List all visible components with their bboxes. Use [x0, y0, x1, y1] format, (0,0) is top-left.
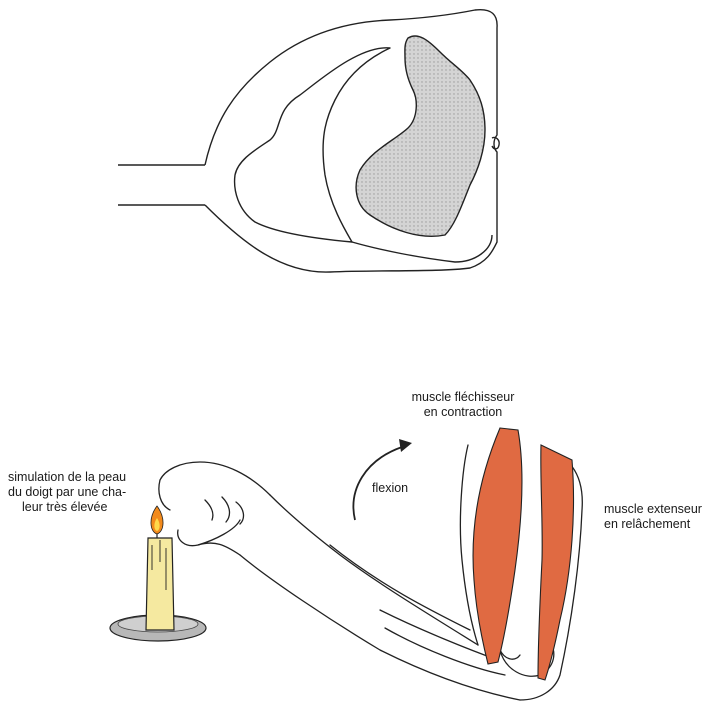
candle — [110, 506, 206, 641]
extensor-label-line1: muscle extenseur — [604, 502, 702, 517]
extensor-label-line2: en relâchement — [604, 517, 702, 532]
extensor-label: muscle extenseur en relâchement — [604, 502, 702, 532]
grey-matter — [356, 36, 485, 236]
forearm-upper — [270, 495, 478, 645]
central-canal — [492, 137, 499, 148]
flexor-label: muscle fléchisseur en contraction — [398, 390, 528, 420]
knuckles — [205, 497, 243, 524]
thumb — [178, 520, 240, 546]
finger — [159, 480, 170, 510]
palm — [198, 543, 240, 555]
white-matter-boundary — [352, 235, 492, 262]
flexion-arrowhead — [399, 439, 412, 452]
spinal-cord-section — [118, 10, 499, 272]
flexor-muscle — [473, 428, 522, 664]
hand-top — [160, 462, 270, 495]
extensor-muscle — [538, 445, 574, 680]
stimulus-label-line2: du doigt par une cha- — [8, 485, 126, 500]
flexor-label-line2: en contraction — [398, 405, 528, 420]
flexor-label-line1: muscle fléchisseur — [398, 390, 528, 405]
forearm-inner — [330, 545, 470, 630]
stimulus-label-line3: leur très élevée — [8, 500, 126, 515]
flexion-label: flexion — [372, 481, 408, 496]
stimulus-label-line1: simulation de la peau — [8, 470, 126, 485]
stimulus-label: simulation de la peau du doigt par une c… — [8, 470, 126, 515]
